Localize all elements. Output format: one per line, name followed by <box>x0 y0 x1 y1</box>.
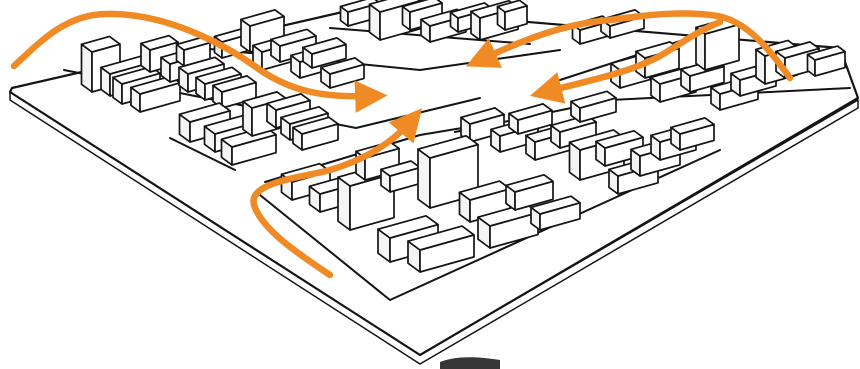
bottom-shadow <box>440 357 500 369</box>
building-31 <box>498 0 528 30</box>
